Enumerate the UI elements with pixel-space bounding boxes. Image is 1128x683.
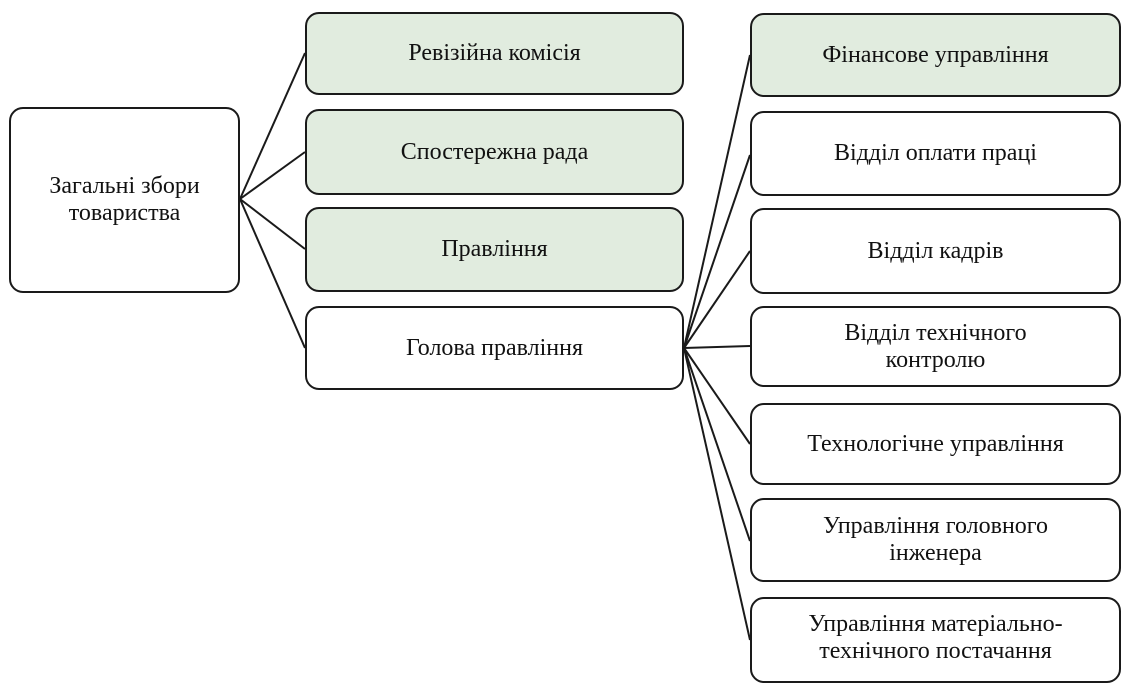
technology-department-label: Технологічне управління (807, 431, 1064, 458)
supervisory-board-box: Спостережна рада (305, 109, 684, 195)
technology-department-box: Технологічне управління (750, 403, 1121, 485)
finance-department-label: Фінансове управління (822, 42, 1048, 69)
hr-department-label: Відділ кадрів (868, 238, 1004, 265)
supply-department-label: Управління матеріально-технічного постач… (766, 611, 1106, 665)
connector-root-board (240, 199, 305, 249)
chief-engineer-box: Управління головного інженера (750, 498, 1121, 582)
finance-department-box: Фінансове управління (750, 13, 1121, 97)
root-box: Загальні збори товариства (9, 107, 240, 293)
management-board-label: Правління (441, 236, 547, 263)
connector-chairman-chief-engineer (684, 348, 750, 541)
chief-engineer-label: Управління головного інженера (806, 513, 1066, 567)
supervisory-board-label: Спостережна рада (401, 139, 589, 166)
quality-control-label: Відділ технічного контролю (821, 320, 1051, 374)
audit-commission-box: Ревізійна комісія (305, 12, 684, 95)
connector-chairman-payroll (684, 155, 750, 348)
connector-chairman-qc (684, 346, 750, 348)
audit-commission-label: Ревізійна комісія (408, 40, 580, 67)
payroll-department-box: Відділ оплати праці (750, 111, 1121, 196)
connector-chairman-supply (684, 348, 750, 640)
connector-root-audit (240, 53, 305, 199)
connector-root-chairman (240, 199, 305, 348)
root-label: Загальні збори товариства (25, 173, 225, 227)
quality-control-box: Відділ технічного контролю (750, 306, 1121, 387)
board-chairman-box: Голова правління (305, 306, 684, 390)
connector-chairman-finance (684, 55, 750, 348)
supply-department-box: Управління матеріально-технічного постач… (750, 597, 1121, 683)
board-chairman-label: Голова правління (406, 335, 583, 362)
management-board-box: Правління (305, 207, 684, 292)
hr-department-box: Відділ кадрів (750, 208, 1121, 294)
payroll-department-label: Відділ оплати праці (834, 140, 1037, 167)
